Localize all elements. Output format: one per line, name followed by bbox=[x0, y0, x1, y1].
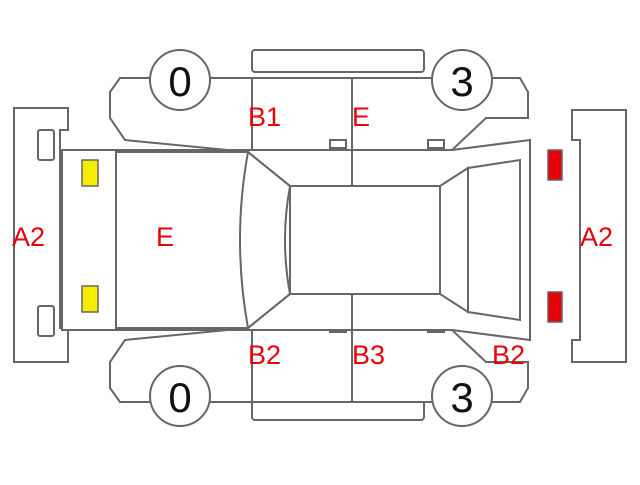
left-side bbox=[109, 49, 529, 154]
wheel-rear-right bbox=[431, 365, 493, 427]
wheel-rear-left bbox=[431, 49, 493, 111]
wheel-front-right bbox=[149, 365, 211, 427]
wheel-rear-right-label: 3 bbox=[450, 374, 473, 421]
wheel-front-left bbox=[149, 49, 211, 111]
rear-bumper-code: A2 bbox=[580, 222, 613, 252]
front-bumper bbox=[13, 107, 69, 363]
red-lamp-icon bbox=[547, 149, 563, 323]
wheel-front-right-label: 0 bbox=[168, 374, 191, 421]
wheel-front-left-label: 0 bbox=[168, 58, 191, 105]
body-top-view bbox=[61, 138, 531, 342]
rear-window bbox=[439, 166, 469, 314]
left-front-fender-code: B1 bbox=[248, 102, 281, 132]
trunk bbox=[467, 158, 521, 322]
right-front-fender-code: B2 bbox=[248, 340, 281, 370]
left-side-skirt bbox=[251, 49, 425, 73]
right-rear-door-code: B3 bbox=[352, 340, 385, 370]
right-rear-quarter-code: B2 bbox=[492, 340, 525, 370]
wheel-rear-left-label: 3 bbox=[450, 58, 473, 105]
roof bbox=[289, 185, 441, 295]
rear-bumper bbox=[571, 109, 627, 363]
yellow-lamp-icon bbox=[81, 159, 99, 313]
hood-code: E bbox=[156, 222, 174, 252]
front-bumper-code: A2 bbox=[12, 222, 45, 252]
left-rear-door-code: E bbox=[352, 102, 370, 132]
